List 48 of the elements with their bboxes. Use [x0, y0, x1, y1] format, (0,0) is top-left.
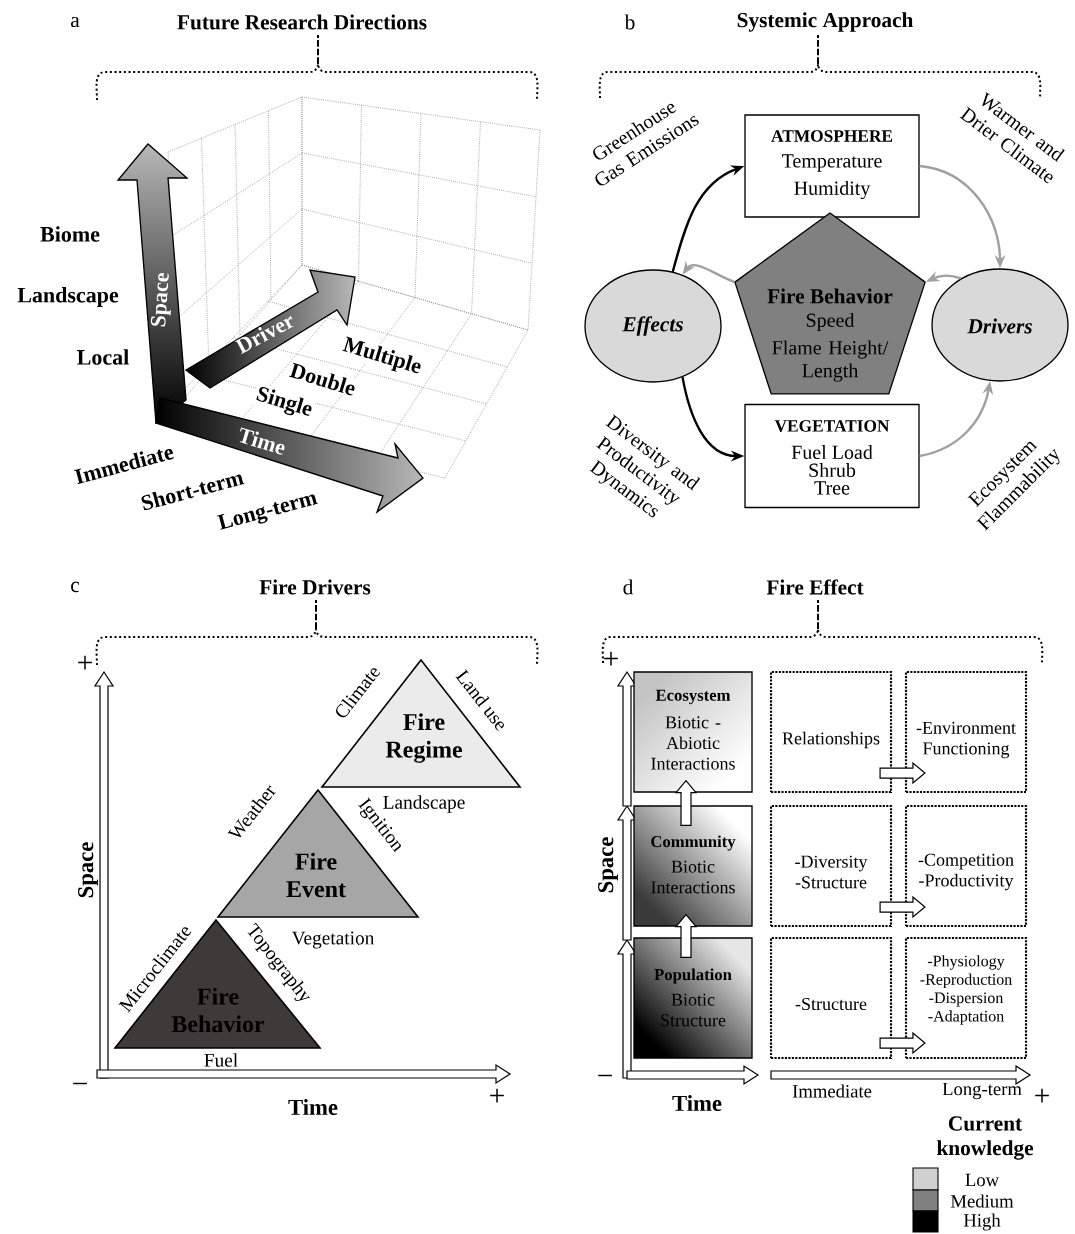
panel-title: Fire Effect [766, 579, 864, 595]
dotted-box: -Physiology -Reproduction -Dispersion -Adaptation [904, 936, 1028, 1060]
sign-label: + [490, 1088, 504, 1103]
axis-label: Time [239, 427, 285, 455]
scale-label: Long-term [942, 1082, 1022, 1100]
block-arrow [674, 913, 698, 958]
side-label: Fuel [204, 1053, 238, 1067]
panel-letter: c [71, 581, 80, 593]
panel-letter: d [623, 579, 634, 595]
axis-title: Space [78, 842, 98, 898]
sign-label: + [604, 651, 618, 666]
sign-label: + [78, 655, 92, 670]
level-box: Ecosystem Biotic - Abiotic Interactions [633, 671, 753, 793]
dotted-box: -Competition -Productivity [904, 804, 1028, 928]
panel-title: Future Research Directions [177, 14, 427, 30]
legend-label: Low [965, 1173, 1000, 1187]
block-arrow [674, 779, 698, 826]
axis-title: Space [598, 837, 618, 893]
sign-label: + [1035, 1088, 1049, 1103]
block-arrow [879, 895, 926, 919]
dotted-box: -Structure [769, 936, 893, 1060]
legend-label: High [963, 1213, 1001, 1231]
ellipse-node: Drivers [931, 268, 1069, 382]
scale-label: Local [77, 349, 129, 365]
dotted-box: -Environment Functioning [904, 670, 1028, 794]
legend-title: Current knowledge [936, 1116, 1034, 1160]
scale-label: Immediate [792, 1084, 872, 1098]
scale-label: Biome [40, 226, 100, 242]
pentagon-node: Fire Behavior Speed Flame Height/ Length [734, 212, 926, 395]
dotted-box: -Diversity -Structure [769, 804, 893, 928]
sign-label: − [598, 1074, 612, 1077]
panel-title: Fire Drivers [259, 579, 371, 595]
ellipse-node: Effects [584, 269, 722, 383]
label-box: ATMOSPHERE Temperature Humidity [744, 114, 920, 218]
panel-letter: a [71, 16, 80, 28]
dotted-box: Relationships [769, 670, 893, 794]
level-box: Community Biotic Interactions [633, 805, 753, 927]
legend-label: Medium [950, 1194, 1014, 1208]
label-box: VEGETATION Fuel Load Shrub Tree [744, 403, 920, 509]
scale-label: Landscape [17, 287, 119, 307]
axis-title: Time [288, 1099, 338, 1115]
axis-label: Space [150, 273, 171, 327]
panel-letter: b [624, 14, 635, 30]
block-arrow [879, 1031, 926, 1055]
panel-title: Systemic Approach [737, 12, 914, 32]
sign-label: − [73, 1082, 87, 1085]
axis-title: Time [672, 1095, 722, 1111]
block-arrow [879, 761, 926, 785]
